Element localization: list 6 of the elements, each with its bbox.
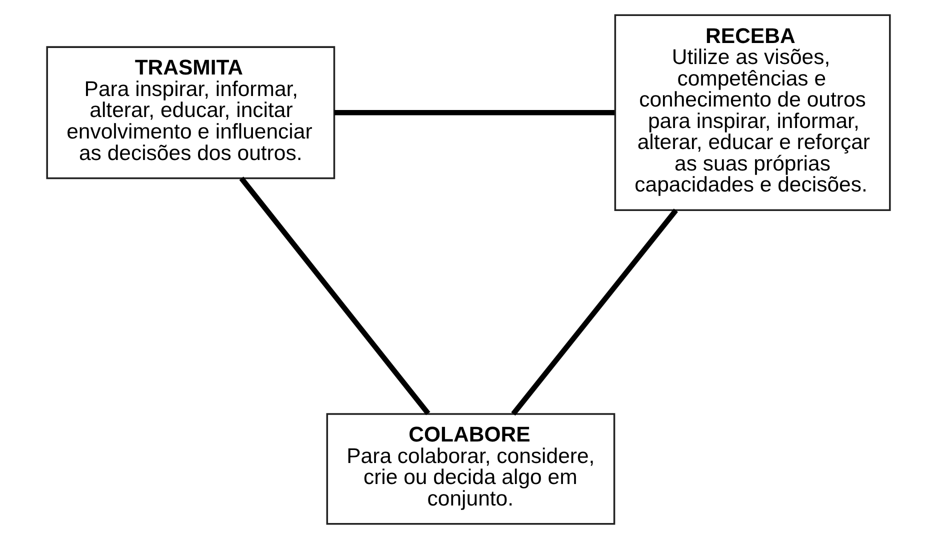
node-box: COLABORE Para colaborar, considere, crie ou decida algo em conjunto.: [326, 413, 615, 525]
connector: [510, 208, 678, 416]
node-box: RECEBA Utilize as visões, competências e conhecimento de outros para inspirar, informar, alterar, educar e reforçar as suas próprias capacidades e decisões.: [614, 14, 890, 211]
connector: [334, 110, 614, 116]
connector: [238, 176, 430, 416]
node-box: TRASMITA Para inspirar, informar, alterar, educar, incitar envolvimento e influenciar as decisões dos outros.: [46, 46, 335, 180]
